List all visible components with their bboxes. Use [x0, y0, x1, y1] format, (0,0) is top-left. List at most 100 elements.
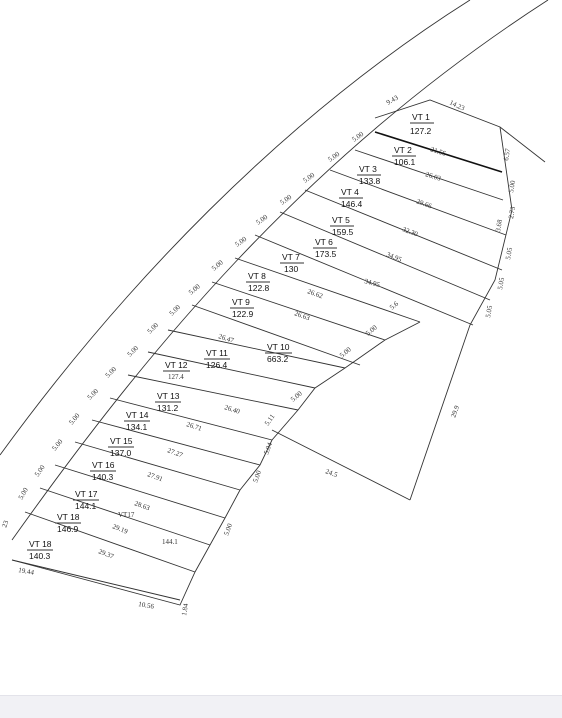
lot-divider-14-15: [91, 419, 261, 466]
lot-name: VT 18: [57, 512, 80, 522]
dimension-label: 32.30: [401, 225, 419, 238]
lot-divider-6-7: [254, 234, 474, 326]
lot-label: VT 6 173.5: [313, 237, 337, 259]
lot-area: 127.2: [410, 126, 432, 136]
lot-label: VT 13 131.2: [155, 391, 181, 413]
lot-area: 137.0: [110, 448, 132, 458]
dimension-label: 5.00: [255, 213, 270, 227]
dimension-label: 5.00: [351, 130, 366, 144]
lot-name: VT 2: [394, 145, 412, 155]
lot-label: VT 3 133.8: [357, 164, 381, 186]
dimension-label: 26.62: [306, 287, 324, 300]
lot-label: VT 1 127.2: [410, 112, 434, 136]
lot-area: 122.8: [248, 283, 270, 293]
lot-name: VT 9: [232, 297, 250, 307]
dimension-label: 26.71: [185, 420, 203, 433]
dimension-label: 5.00: [86, 387, 101, 402]
lot-labels: VT 1 127.2 VT 2 106.1 VT 3 133.8 VT 4 14…: [27, 112, 434, 561]
lot-area: 144.1: [75, 501, 97, 511]
dimension-label: 5.6: [388, 299, 400, 311]
plot-plan-svg: VT 1 127.2 VT 2 106.1 VT 3 133.8 VT 4 14…: [0, 0, 549, 616]
dimension-label: 24.5: [324, 467, 339, 479]
lot-label: VT 8 122.8: [246, 271, 270, 293]
dimension-label: 5.00: [104, 365, 119, 380]
lot-area: 106.1: [394, 157, 416, 167]
east-boundary: [409, 126, 513, 501]
lot-area: 173.5: [315, 249, 337, 259]
lot-label: VT 4 146.4: [339, 187, 363, 209]
bottom-bar: [0, 695, 562, 718]
dimension-label: 34.95: [385, 250, 403, 264]
dimension-label: 5.00: [338, 345, 353, 359]
dimension-label: 5.05: [496, 276, 506, 290]
dimension-label: 26.63: [293, 309, 311, 322]
lot-name: VT 6: [315, 237, 333, 247]
dimension-label: 29.66: [415, 197, 433, 210]
dimension-label: 1.84: [180, 602, 190, 616]
lot-label: VT 15 137.0: [108, 436, 134, 458]
lot-label: VT 16 140.3: [90, 460, 116, 482]
lot-label: VT 5 159.5: [330, 215, 354, 237]
lot-label: VT 12 127.4: [163, 360, 190, 381]
lot-area: 663.2: [267, 354, 289, 364]
lot-name: VT 18: [29, 539, 52, 549]
lot-label: VT 18 146.9: [55, 512, 81, 534]
dimension-label: 5.00: [210, 258, 225, 272]
lot-divider-2-3: [354, 149, 504, 201]
lot-name: VT 15: [110, 436, 133, 446]
lot-label: VT 7 130: [280, 252, 304, 274]
dimension-label: 5.00: [327, 150, 342, 164]
dimension-label: 5.00: [302, 171, 317, 185]
dimension-label: 26.40: [223, 403, 241, 416]
dimension-label: 5.00: [251, 469, 263, 484]
lot-area: 146.9: [57, 524, 79, 534]
lot-divider-11-12: [147, 351, 316, 389]
lot-divider-18-18b: [24, 511, 196, 573]
lot-divider-4-5: [304, 189, 503, 271]
lot-name: VT 7: [282, 252, 300, 262]
dimension-label: 23: [0, 519, 10, 529]
lot-area: 140.3: [29, 551, 51, 561]
lot-divider-5-6: [279, 211, 491, 301]
lot-area: 134.1: [126, 422, 148, 432]
lot-label: VT 17 144.1: [73, 489, 99, 511]
dimension-label: 9.43: [385, 93, 400, 106]
lot-label: VT 18 140.3: [27, 539, 53, 561]
lot-name: VT 11: [206, 348, 228, 358]
lot-area: 140.3: [92, 472, 114, 482]
lot-divider-15-16: [74, 441, 241, 491]
lot-label: VT 14 134.1: [124, 410, 150, 432]
lot-divider-1-2: [374, 131, 503, 173]
lot-area: 133.8: [359, 176, 381, 186]
dimension-label: 5.11: [263, 412, 277, 427]
dimension-label: 19.44: [18, 566, 35, 577]
dimension-label: 26.47: [217, 332, 235, 345]
dimension-label: 10.56: [138, 600, 155, 611]
lot-name: VT 13: [157, 391, 180, 401]
lot-divider-12-13: [127, 374, 299, 411]
lot-name: VT 1: [412, 112, 430, 122]
lot-label: VT 2 106.1: [392, 145, 416, 167]
dimension-label: 6.57: [502, 147, 512, 161]
dimension-label: 5.00: [146, 321, 161, 336]
lot-divider-10-11: [167, 329, 346, 369]
lot-name: VT 8: [248, 271, 266, 281]
dimension-label: 5.00: [67, 411, 81, 426]
lot-divider-8-9: [211, 281, 386, 341]
lot-divider-13-14: [109, 397, 273, 441]
lot-area: 122.9: [232, 309, 254, 319]
lot-divider-3-4: [329, 169, 507, 236]
dimension-label: 29.9: [449, 404, 461, 419]
lot-area: 146.4: [341, 199, 363, 209]
dimension-label: 26.03: [424, 170, 442, 183]
lot-area: 127.4: [168, 373, 184, 381]
lot-name: VT 14: [126, 410, 149, 420]
extra-label: 144.1: [162, 538, 178, 546]
bottom-boundary: [11, 559, 181, 601]
lot-name: VT 10: [267, 342, 290, 352]
dimension-label: 5.00: [126, 344, 141, 359]
lot-label: VT 9 122.9: [230, 297, 254, 319]
dimension-label: 5.00: [33, 463, 47, 478]
dimension-label: 21.56: [429, 145, 447, 158]
dimension-label: 5.00: [234, 235, 249, 249]
